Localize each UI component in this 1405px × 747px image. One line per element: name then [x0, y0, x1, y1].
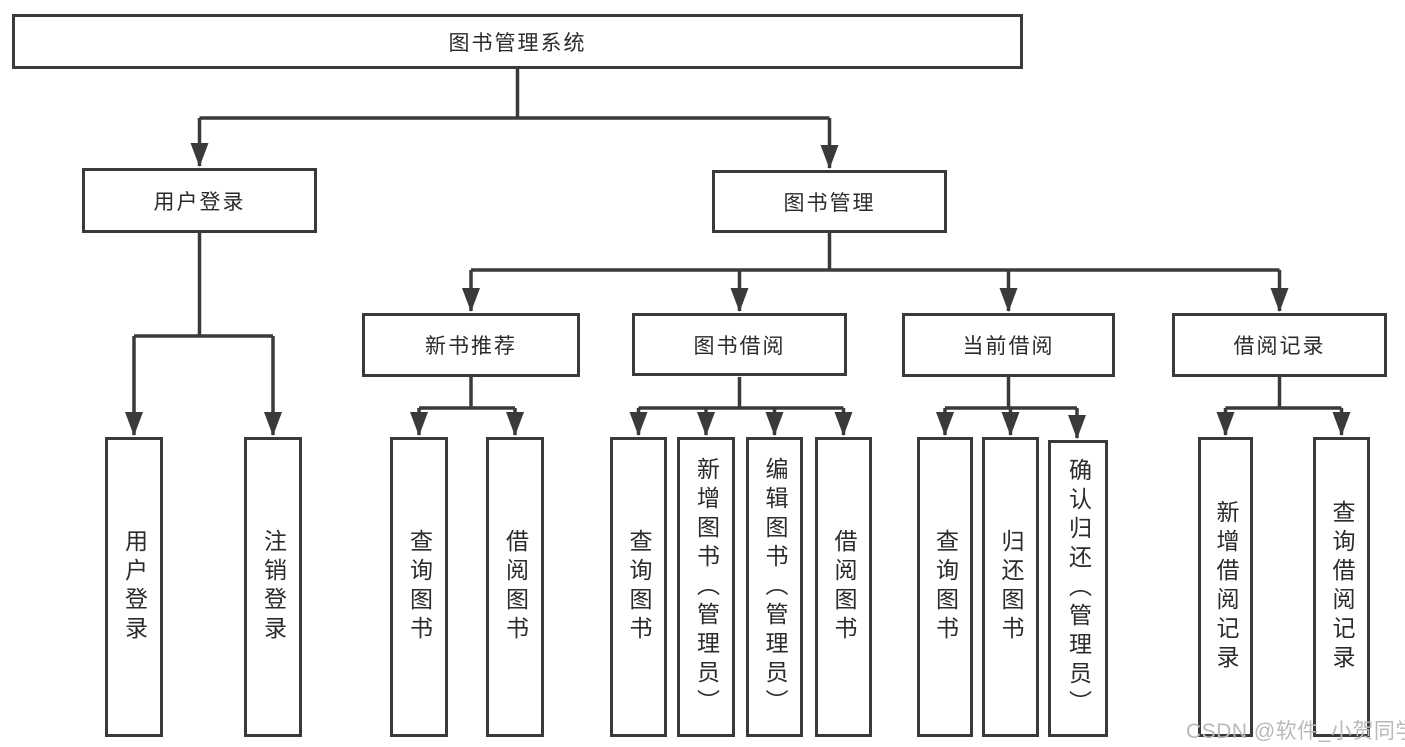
- leaf-recommend-query-books: 查询图书: [390, 437, 448, 737]
- leaf-current-return-books-label: 归还图书: [998, 529, 1024, 645]
- node-borrow-records: 借阅记录: [1172, 313, 1387, 377]
- leaf-borrow-query-books: 查询图书: [610, 437, 667, 737]
- node-root: 图书管理系统: [12, 14, 1023, 69]
- leaf-records-add-record-label: 新增借阅记录: [1213, 500, 1239, 674]
- leaf-user-login-label: 用户登录: [121, 529, 148, 645]
- node-user-login: 用户登录: [82, 168, 317, 233]
- leaf-recommend-borrow-books-label: 借阅图书: [502, 529, 529, 645]
- node-book-management-label: 图书管理: [783, 191, 876, 215]
- node-book-borrow-label: 图书借阅: [693, 334, 786, 358]
- leaf-recommend-borrow-books: 借阅图书: [486, 437, 544, 737]
- leaf-records-add-record: 新增借阅记录: [1198, 437, 1253, 737]
- leaf-recommend-query-books-label: 查询图书: [406, 529, 433, 645]
- node-new-book-recommend-label: 新书推荐: [425, 335, 517, 358]
- leaf-user-login: 用户登录: [105, 437, 163, 737]
- leaf-records-query-record-label: 查询借阅记录: [1329, 500, 1355, 674]
- leaf-current-query-books-label: 查询图书: [932, 529, 959, 645]
- leaf-borrow-edit-books-admin: 编辑图书（管理员）: [746, 437, 803, 737]
- leaf-current-return-books: 归还图书: [982, 437, 1039, 737]
- node-book-management: 图书管理: [712, 170, 947, 233]
- leaf-current-confirm-return-admin: 确认归还（管理员）: [1048, 440, 1108, 737]
- leaf-borrow-borrow-books-label: 借阅图书: [831, 529, 857, 645]
- node-root-label: 图书管理系统: [448, 31, 587, 55]
- leaf-borrow-add-books-admin: 新增图书（管理员）: [677, 437, 735, 737]
- node-user-login-label: 用户登录: [153, 190, 246, 214]
- leaf-current-confirm-return-admin-label: 确认归还（管理员）: [1065, 458, 1092, 719]
- leaf-current-query-books: 查询图书: [917, 437, 973, 737]
- node-book-borrow: 图书借阅: [632, 313, 847, 376]
- leaf-borrow-edit-books-admin-label: 编辑图书（管理员）: [762, 456, 788, 718]
- leaf-logout: 注销登录: [244, 437, 302, 737]
- node-new-book-recommend: 新书推荐: [362, 313, 580, 377]
- node-current-borrow-label: 当前借阅: [962, 335, 1055, 358]
- leaf-borrow-borrow-books: 借阅图书: [815, 437, 872, 737]
- node-borrow-records-label: 借阅记录: [1233, 335, 1326, 358]
- leaf-logout-label: 注销登录: [260, 529, 287, 645]
- node-current-borrow: 当前借阅: [902, 313, 1115, 377]
- leaf-borrow-query-books-label: 查询图书: [626, 529, 652, 645]
- leaf-borrow-add-books-admin-label: 新增图书（管理员）: [693, 456, 720, 718]
- leaf-records-query-record: 查询借阅记录: [1313, 437, 1370, 737]
- csdn-watermark: CSDN @软件_小贺同学: [1186, 720, 1405, 743]
